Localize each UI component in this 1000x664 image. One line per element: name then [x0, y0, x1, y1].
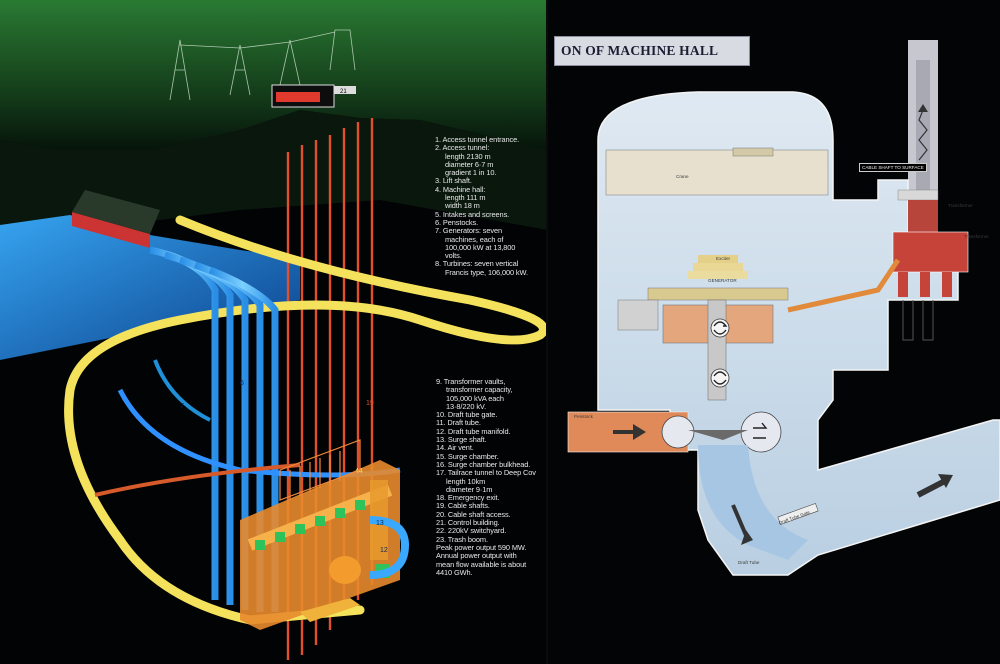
legend-item: 4. Machine hall:: [435, 184, 486, 194]
label-penstock: Penstock: [574, 414, 593, 419]
number-44: 44: [355, 468, 363, 475]
dark-ground: [0, 110, 548, 230]
legend-item: 17. Tailrace tunnel to Deep Cov: [436, 468, 536, 478]
pylons: [169, 29, 356, 101]
legend-item: 12. Draft tube manifold.: [436, 426, 511, 436]
busbar: [787, 258, 901, 313]
legend-item: 1. Access tunnel entrance.: [435, 135, 520, 144]
number-21: 21: [340, 89, 347, 95]
legend-item: 23. Trash boom.: [436, 534, 488, 544]
legend-item: 105,000 kVA each: [446, 393, 504, 403]
penstocks: [149, 246, 279, 612]
legend-item: Francis type, 106,000 kW.: [445, 267, 528, 277]
number-12: 12: [380, 547, 388, 554]
legend-item: length 111 m: [445, 193, 486, 203]
machine-hall-panel: Crane Exciter GENERATOR Penstock Draft T…: [548, 0, 1000, 664]
crane-bay: [605, 149, 829, 196]
legend-item: 9. Transformer vaults,: [436, 377, 506, 386]
scheme-illustration: 21 6 7: [0, 0, 548, 660]
draft-tube: [698, 445, 808, 560]
legend-item: 14. Air vent.: [436, 443, 474, 453]
legend-item: 19. Cable shafts.: [436, 501, 490, 511]
legend-item: 16. Surge chamber bulkhead.: [436, 459, 531, 469]
legend-item: machines, each of: [445, 234, 504, 244]
flow-arrow-icon: [741, 530, 753, 545]
legend-item: 2. Access tunnel:: [435, 143, 490, 153]
legend-item: 5. Intakes and screens.: [435, 209, 510, 219]
legend-item: length 2130 m: [445, 151, 491, 161]
access-tunnel: [64, 215, 548, 625]
legend-item: diameter 6·7 m: [445, 159, 494, 169]
legend-item: diameter 9·1m: [446, 484, 493, 494]
draft-tube-manifold: [240, 460, 400, 630]
gantry: [279, 439, 361, 501]
label-transformer: Transformer: [948, 203, 973, 208]
hillside: [0, 0, 548, 150]
legend-item: 13·8/220 kV.: [446, 401, 487, 411]
legend-part-2: 9. Transformer vaults, transformer capac…: [436, 377, 546, 577]
label-crane: Crane: [676, 174, 689, 179]
legend-item: 3. Lift shaft.: [435, 176, 472, 186]
transformer: [892, 189, 969, 297]
legend-item: 8. Turbines: seven vertical: [435, 259, 519, 269]
emergency-exit: [94, 463, 301, 497]
legend-item: Peak power output 590 MW.: [436, 542, 527, 552]
surge-shaft: [369, 516, 410, 579]
legend-item: volts.: [445, 251, 462, 261]
number-13: 13: [376, 520, 384, 527]
title-plaque: ON OF MACHINE HALL: [554, 36, 750, 66]
legend-item: mean flow available is about: [436, 559, 527, 569]
legend-item: 4410 GWh.: [436, 567, 473, 577]
label-cable-shaft: CABLE SHAFT TO SURFACE: [859, 163, 927, 172]
scheme-panel: 21 6 7: [0, 0, 548, 660]
legend-item: 6. Penstocks.: [435, 217, 479, 227]
machine-hall-section: [567, 40, 1000, 576]
legend-item: 22. 220kV switchyard.: [436, 526, 507, 536]
legend-item: 100,000 kW at 13,800: [445, 242, 516, 252]
legend-item: length 10km: [446, 476, 486, 486]
legend-item: Annual power output with: [436, 551, 517, 561]
reservoir: [0, 215, 300, 360]
number-7: 7: [180, 403, 184, 410]
flow-arrow-icon: [633, 424, 646, 440]
legend-item: gradient 1 in 10.: [445, 168, 497, 178]
legend-item: 11. Draft tube.: [436, 418, 481, 428]
label-transformer-2: Transformer: [964, 234, 989, 239]
legend-item: 15. Surge chamber.: [436, 451, 499, 461]
legend-part-1: 1. Access tunnel entrance. 2. Access tun…: [435, 135, 547, 277]
legend-item: 18. Emergency exit.: [436, 493, 500, 503]
turbine-spiral: [661, 415, 695, 449]
dam: [72, 212, 150, 248]
number-6: 6: [240, 380, 244, 387]
legend-item: 13. Surge shaft.: [436, 435, 487, 445]
legend-item: 7. Generators: seven: [435, 226, 503, 236]
legend-item: 20. Cable shaft access.: [436, 509, 511, 519]
label-draft-tube: Draft Tube: [738, 560, 760, 565]
legend-item: 10. Draft tube gate.: [436, 410, 498, 420]
page-title: ON OF MACHINE HALL: [561, 43, 719, 58]
legend-item: width 18 m: [445, 201, 480, 211]
trash-boom: [300, 598, 360, 622]
label-generator: GENERATOR: [708, 278, 737, 283]
flow-arrow-icon: [938, 474, 953, 488]
label-exciter: Exciter: [716, 256, 731, 261]
legend-item: transformer capacity,: [446, 385, 513, 395]
number-19: 19: [366, 400, 374, 407]
control-building: [271, 84, 356, 108]
legend-item: 21. Control building.: [436, 518, 500, 528]
